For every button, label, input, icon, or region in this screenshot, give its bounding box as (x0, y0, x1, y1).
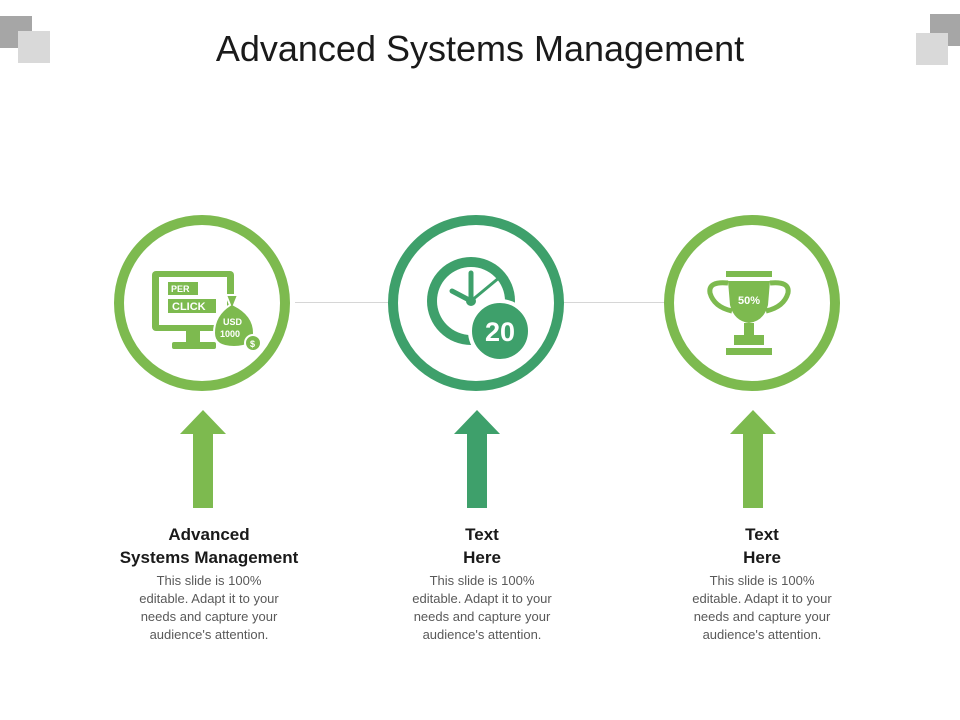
clock-icon: 20 (427, 257, 532, 363)
item-label-3: Text Here (642, 523, 882, 569)
corner-decoration-right (916, 14, 960, 65)
amount-text: 1000 (220, 329, 240, 339)
per-text: PER (171, 284, 190, 294)
item-label-3-line-2: Here (743, 548, 781, 567)
item-label-2-line-1: Text (465, 525, 499, 544)
slide-title: Advanced Systems Management (215, 28, 745, 69)
trophy-icon: 50% (707, 271, 791, 355)
pay-per-click-icon: PER CLICK USD 1000 $ (152, 271, 262, 352)
item-description-3-line-2: editable. Adapt it to your (692, 591, 832, 606)
click-text: CLICK (172, 301, 206, 313)
usd-text: USD (223, 317, 243, 327)
clock-badge-text: 20 (485, 317, 515, 347)
item-label-2-line-2: Here (463, 548, 501, 567)
trophy-percent-text: 50% (738, 295, 760, 307)
item-description-1: This slide is 100% editable. Adapt it to… (89, 572, 329, 644)
up-arrow-3 (730, 410, 776, 508)
item-label-2: Text Here (362, 523, 602, 569)
item-label-3-line-1: Text (745, 525, 779, 544)
icon-circle-2: 20 (388, 215, 564, 391)
item-description-3-line-1: This slide is 100% (709, 573, 815, 588)
item-description-1-line-4: audience's attention. (149, 627, 269, 642)
item-description-2: This slide is 100% editable. Adapt it to… (362, 572, 602, 644)
item-label-1: Advanced Systems Management (89, 523, 329, 569)
item-description-1-line-3: needs and capture your (140, 609, 278, 624)
up-arrow-2 (454, 410, 500, 508)
item-label-1-line-1: Advanced (168, 525, 250, 544)
item-label-1-line-2: Systems Management (119, 548, 299, 567)
item-description-3-line-4: audience's attention. (702, 627, 822, 642)
corner-decoration-left (0, 16, 50, 63)
item-description-2-line-2: editable. Adapt it to your (412, 591, 552, 606)
item-description-3: This slide is 100% editable. Adapt it to… (642, 572, 882, 644)
up-arrow-1 (180, 410, 226, 508)
item-description-3-line-3: needs and capture your (693, 609, 831, 624)
icon-circle-1: PER CLICK USD 1000 $ (114, 215, 290, 391)
item-description-2-line-4: audience's attention. (422, 627, 542, 642)
item-description-2-line-3: needs and capture your (413, 609, 551, 624)
item-description-1-line-1: This slide is 100% (156, 573, 262, 588)
icon-circle-3: 50% (664, 215, 840, 391)
item-description-2-line-1: This slide is 100% (429, 573, 535, 588)
currency-text: $ (250, 339, 255, 349)
item-description-1-line-2: editable. Adapt it to your (139, 591, 279, 606)
